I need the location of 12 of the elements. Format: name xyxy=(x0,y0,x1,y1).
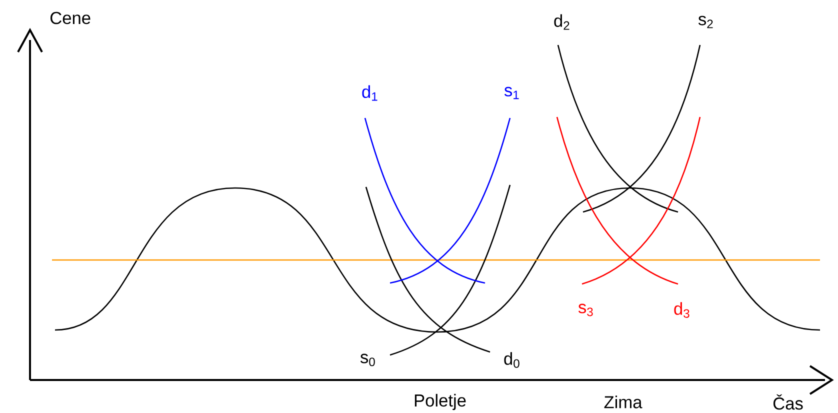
curve-label: d$_{1}$ xyxy=(362,85,378,101)
curve-label: s$_{2}$ xyxy=(698,16,713,28)
axis-label: Poletje xyxy=(414,394,466,410)
curve-label: s$_{0}$ xyxy=(360,354,375,366)
axis-label: Čas xyxy=(773,394,803,410)
curve-label: d$_{0}$ xyxy=(504,352,520,368)
axis-label: Zima xyxy=(604,396,642,408)
curve-label: s$_{3}$ xyxy=(578,304,593,316)
curve-label: s$_{1}$ xyxy=(504,86,519,100)
axis-label: Cene xyxy=(50,12,90,24)
curve-label: d$_{2}$ xyxy=(554,14,570,30)
curve-label: d$_{3}$ xyxy=(674,302,690,318)
